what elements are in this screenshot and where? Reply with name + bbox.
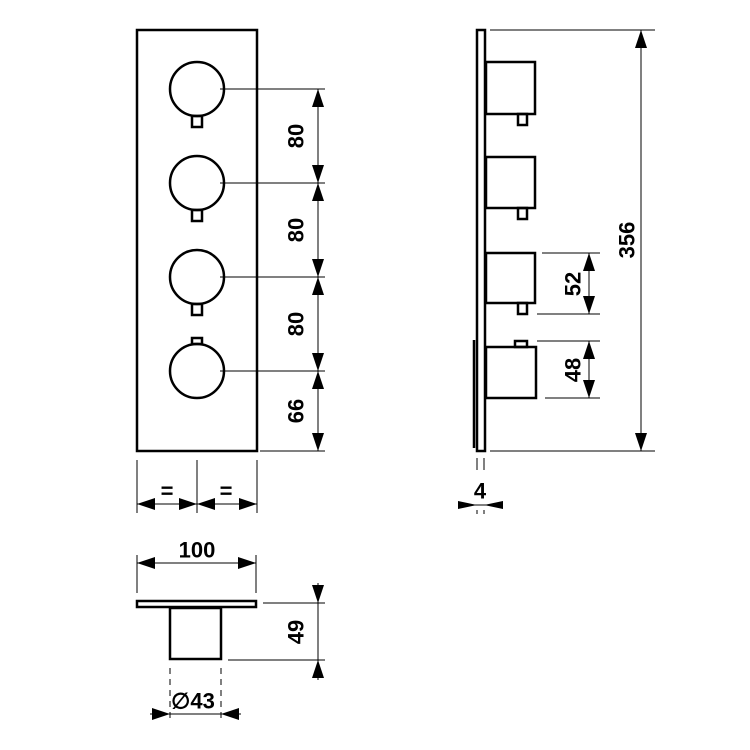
- dimension-label-diameter: ∅43: [171, 689, 215, 714]
- side-knob-1: [484, 60, 537, 127]
- dimension-label-spacing-2: 80: [284, 218, 309, 242]
- top-plate: [135, 599, 258, 609]
- knob-4: [168, 336, 226, 400]
- side-knob-dimension: 48: [537, 340, 600, 399]
- top-view: 100 49 ∅43: [135, 538, 325, 722]
- dimension-label-bottom-offset: 66: [284, 399, 309, 423]
- dimension-label-height: 356: [615, 222, 640, 259]
- top-width-dimension: 100: [136, 538, 257, 593]
- side-thickness-dimension: 4: [458, 458, 503, 514]
- side-knob-4: [484, 339, 538, 400]
- side-knob-2: [484, 155, 537, 221]
- top-body: [168, 606, 223, 661]
- dimension-label-spacing-3: 80: [284, 312, 309, 336]
- front-plate: [135, 28, 259, 453]
- dimension-label-width: 100: [179, 538, 216, 563]
- side-cartridge-dimension: 52: [537, 252, 600, 315]
- knob-3: [168, 248, 226, 317]
- side-height-dimension: 356: [490, 29, 655, 452]
- front-vertical-dimensions: 80 80 80 66: [220, 88, 325, 452]
- dimension-label-knob: 48: [561, 358, 586, 382]
- side-plate: [475, 28, 487, 453]
- equal-label-right: =: [220, 479, 233, 504]
- dimension-label-thickness: 4: [474, 479, 487, 504]
- dimension-label-cartridge: 52: [561, 272, 586, 296]
- front-equal-dimensions: = =: [136, 460, 258, 513]
- knob-1: [168, 60, 226, 129]
- top-diameter-dimension: ∅43: [150, 668, 241, 722]
- dimension-label-spacing-1: 80: [284, 124, 309, 148]
- front-view: 80 80 80 66 = =: [135, 28, 325, 513]
- equal-label-left: =: [161, 479, 174, 504]
- side-knob-3: [484, 251, 537, 316]
- dimension-label-depth: 49: [284, 620, 309, 644]
- side-view: 356 52 48 4: [458, 28, 655, 514]
- knob-2: [168, 154, 226, 223]
- top-depth-dimension: 49: [228, 583, 325, 680]
